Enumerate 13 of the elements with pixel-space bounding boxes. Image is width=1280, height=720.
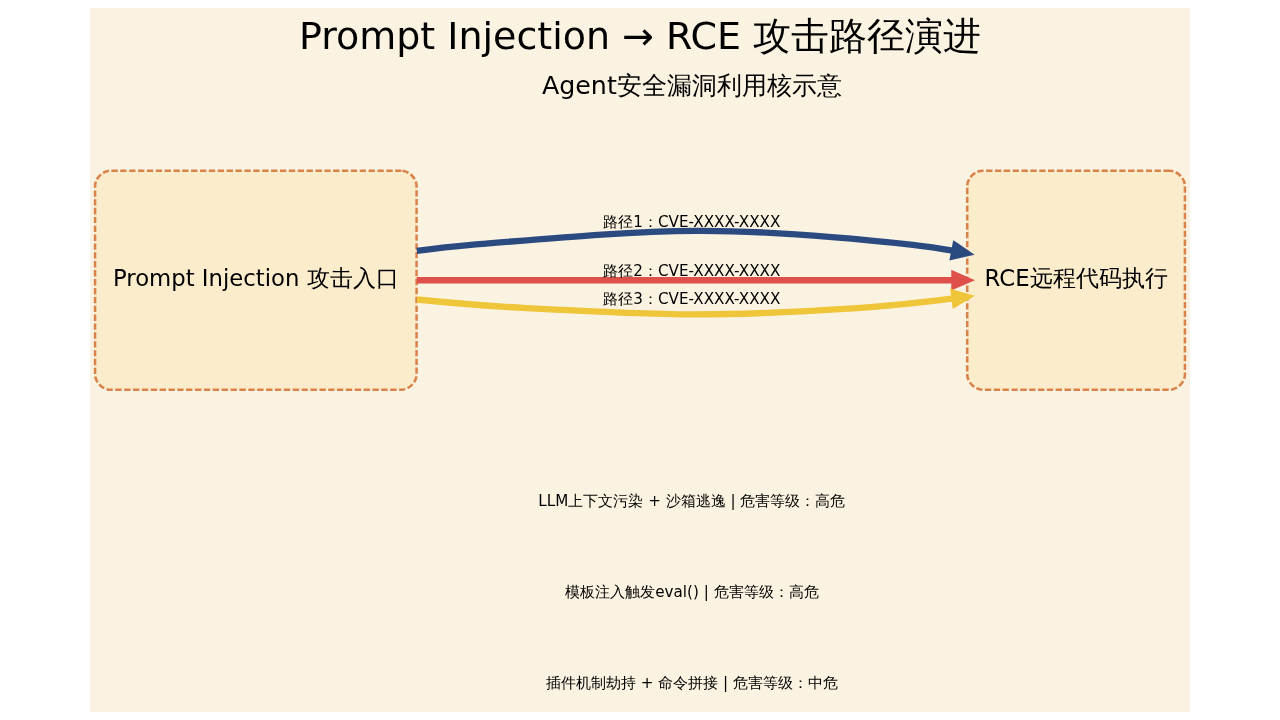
edge-label: 路径2：CVE-XXXX-XXXX [603,261,781,280]
edge-label: 路径1：CVE-XXXX-XXXX [603,212,781,231]
diagram-title: Prompt Injection → RCE 攻击路径演进 [298,13,982,58]
label: 模板注入触发eval() | 危害等级：高危 [565,582,819,601]
label: 插件机制劫持 + 命令拼接 | 危害等级：中危 [545,673,838,692]
arrow [416,269,975,291]
node-box: Prompt Injection 攻击入口 [93,169,418,391]
edge-label: 路径3：CVE-XXXX-XXXX [603,289,781,308]
caption: Agent安全漏洞利用核示意 [541,71,842,101]
label: LLM上下文污染 + 沙箱逃逸 | 危害等级：高危 [538,491,846,510]
node-box: RCE远程代码执行 [965,169,1187,391]
arrow [416,227,975,261]
arrow [416,288,975,318]
